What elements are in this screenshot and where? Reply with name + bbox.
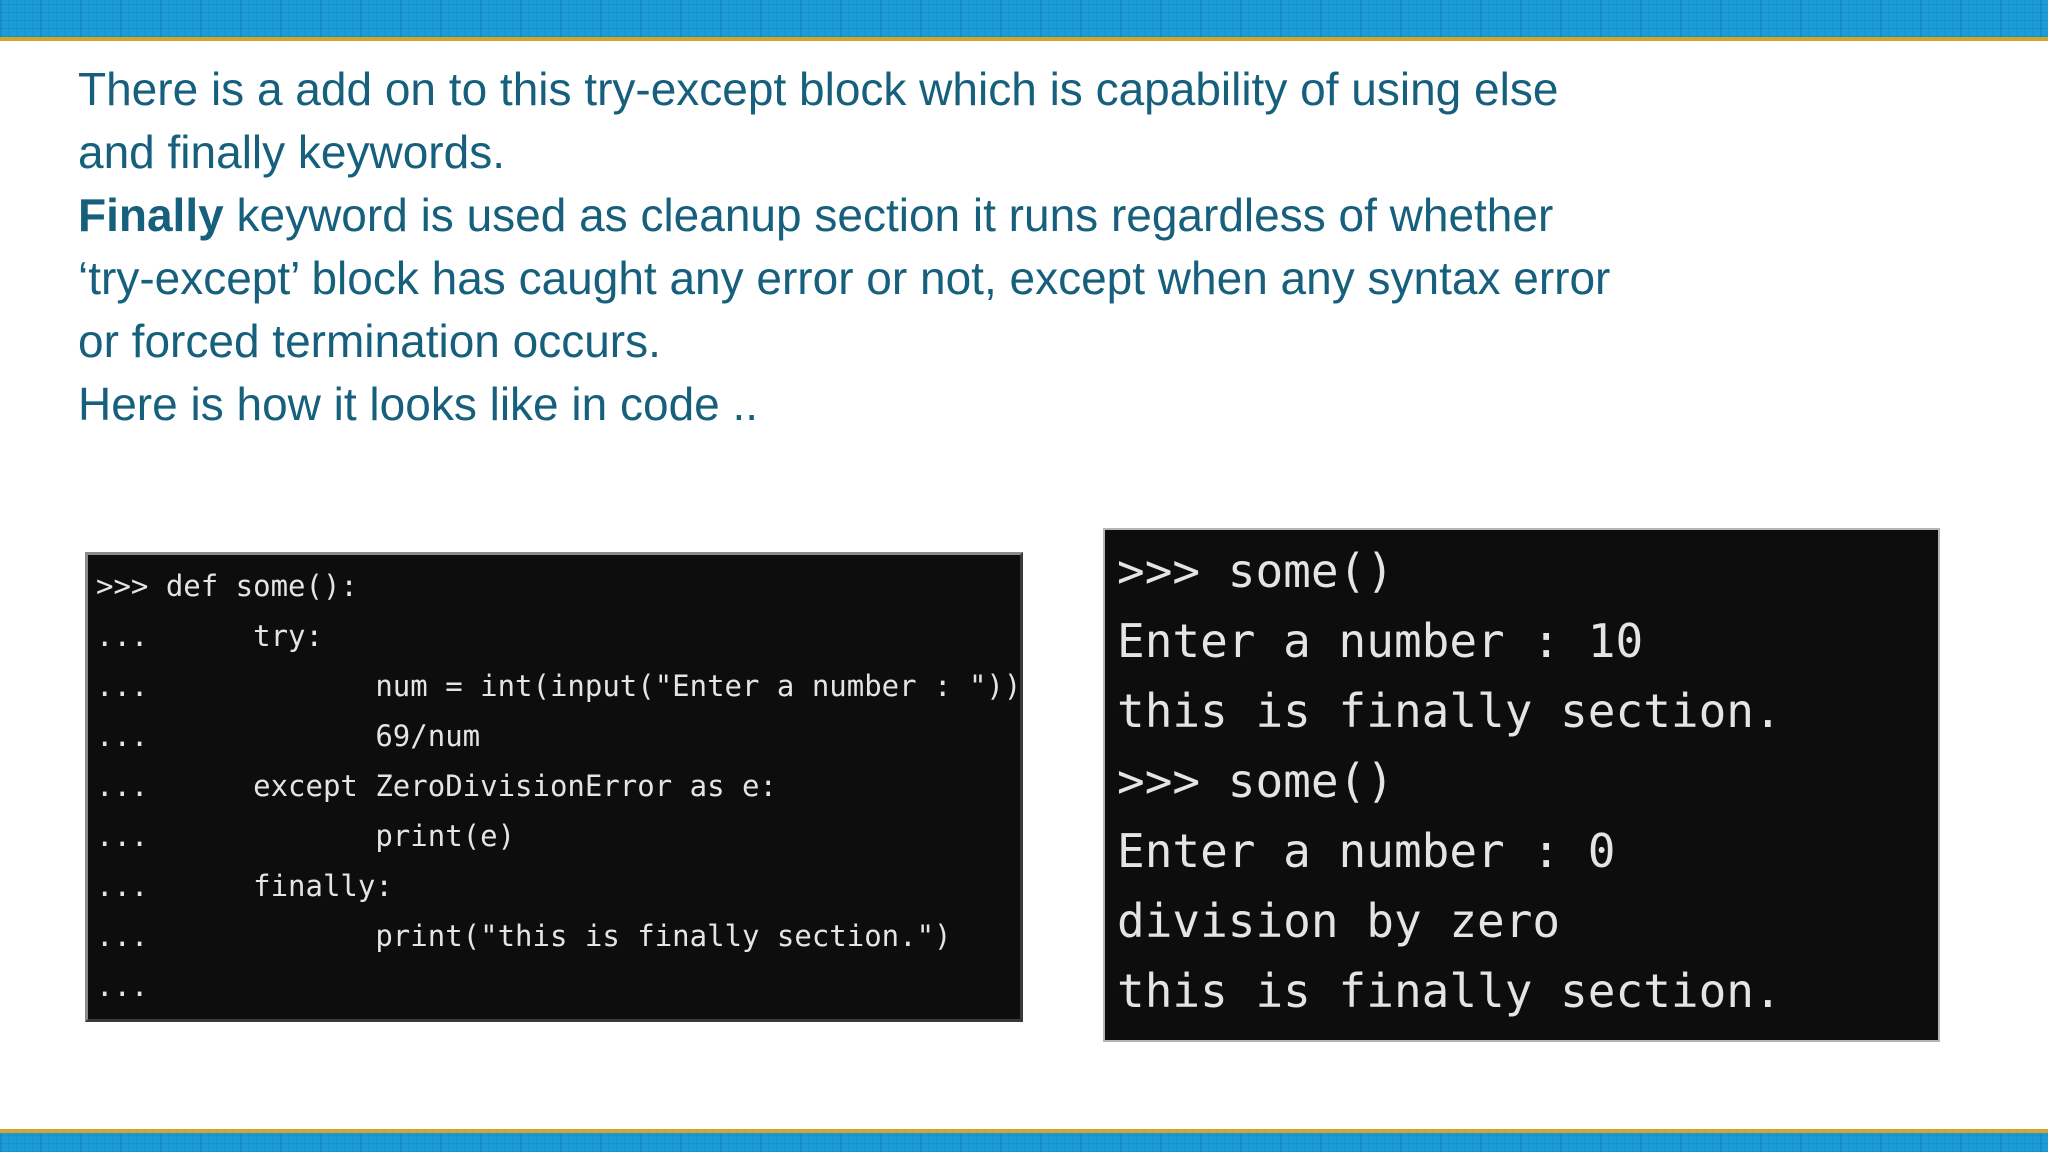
paragraph-text-segment: or forced termination occurs.: [78, 315, 661, 367]
code-line: >>> def some():: [96, 569, 358, 603]
code-line: ... print(e): [96, 819, 516, 853]
code-line: this is finally section.: [1117, 684, 1782, 738]
paragraph-line: There is a add on to this try-except blo…: [78, 58, 1978, 121]
bottom-accent-bar: [0, 1133, 2048, 1152]
paragraph-text-segment: There is a add on to this try-except blo…: [78, 63, 1559, 115]
paragraph-line: ‘try-except’ block has caught any error …: [78, 247, 1978, 310]
code-line: ... num = int(input("Enter a number : ")…: [96, 669, 1022, 703]
paragraph-line: and finally keywords.: [78, 121, 1978, 184]
code-line: ... 69/num: [96, 719, 481, 753]
paragraph-bold-segment: Finally: [78, 189, 224, 241]
code-line: ... try:: [96, 619, 323, 653]
code-line: ... except ZeroDivisionError as e:: [96, 769, 777, 803]
paragraph-line: Here is how it looks like in code ..: [78, 373, 1978, 436]
paragraph-line: or forced termination occurs.: [78, 310, 1978, 373]
code-line: >>> some(): [1117, 544, 1394, 598]
code-line: this is finally section.: [1117, 964, 1782, 1018]
code-line: ... finally:: [96, 869, 393, 903]
terminal-screenshot-output: >>> some() Enter a number : 10 this is f…: [1103, 528, 1940, 1042]
paragraph-line: Finally keyword is used as cleanup secti…: [78, 184, 1978, 247]
slide-paragraph: There is a add on to this try-except blo…: [78, 58, 1978, 436]
code-line: ...: [96, 969, 149, 1003]
paragraph-text-segment: Here is how it looks like in code ..: [78, 378, 759, 430]
paragraph-text-segment: ‘try-except’ block has caught any error …: [78, 252, 1611, 304]
code-line: ... print("this is finally section."): [96, 919, 952, 953]
code-line: Enter a number : 10: [1117, 614, 1644, 668]
terminal-screenshot-code: >>> def some(): ... try: ... num = int(i…: [85, 552, 1023, 1022]
code-line: Enter a number : 0: [1117, 824, 1616, 878]
top-gold-divider: [0, 37, 2048, 41]
top-accent-bar: [0, 0, 2048, 37]
paragraph-text-segment: keyword is used as cleanup section it ru…: [223, 189, 1554, 241]
paragraph-text-segment: and finally keywords.: [78, 126, 505, 178]
code-line: division by zero: [1117, 894, 1561, 948]
code-line: >>> some(): [1117, 754, 1394, 808]
bottom-gold-divider: [0, 1129, 2048, 1133]
